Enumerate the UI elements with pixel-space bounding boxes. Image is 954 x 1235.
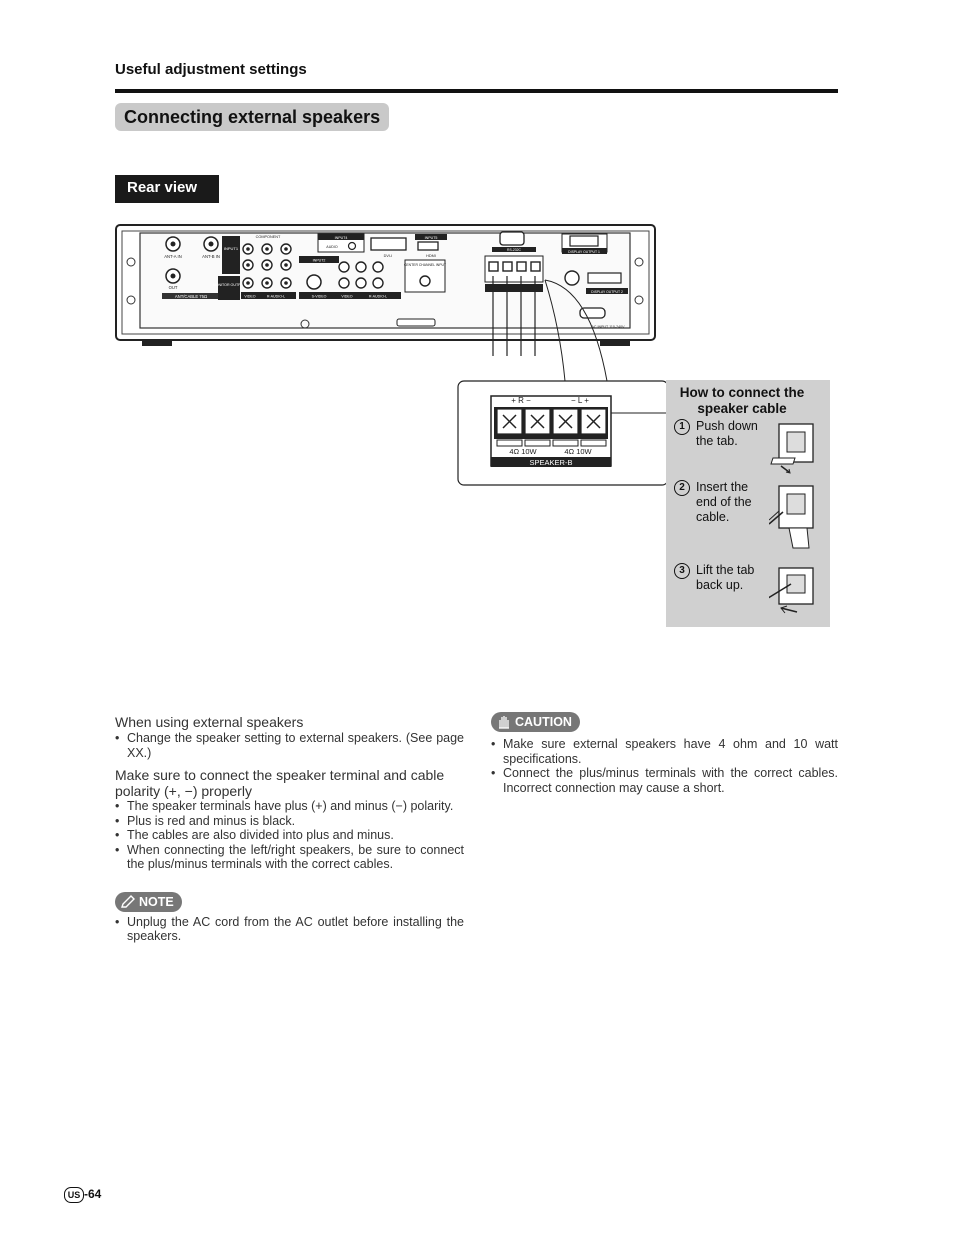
polarity-r-label: + R − [511,396,531,405]
step-number: 3 [674,563,690,579]
hdmi-label: HDMI [426,254,436,258]
monitor-output-label: MONITOR OUTPUT [213,283,246,287]
howto-panel: How to connect the speaker cable 1 Push … [666,380,830,627]
r-audio-l-label: R-AUDIO-L [267,295,285,299]
lead-external-speakers: When using external speakers [115,714,304,730]
note-list: Unplug the AC cord from the AC outlet be… [115,915,464,944]
step-text: Insert the end of the cable. [696,480,752,524]
lead-polarity: Make sure to connect the speaker termina… [115,767,445,799]
bullet-list: The speaker terminals have plus (+) and … [115,799,464,872]
rating-right: 4Ω 10W [564,447,592,456]
display-output1-label: DISPLAY OUTPUT 1 [568,250,600,254]
ant-b-label: ANT-B IN [202,254,220,259]
region-mark: US [64,1187,84,1203]
list-item: Connect the plus/minus terminals with th… [491,766,838,795]
left-column: When using external speakers Change the … [115,714,464,944]
screw-icon [126,257,644,329]
rs232c-port [499,231,525,246]
list-item: The speaker terminals have plus (+) and … [115,799,464,814]
page-number-value: -64 [84,1187,102,1202]
note-label: NOTE [139,894,174,909]
polarity-l-label: − L + [571,396,589,405]
note-badge: NOTE [115,891,182,912]
component-label: COMPONENT [256,235,281,239]
rear-panel-diagram: ANT-A IN ANT-B IN OUT ANT/CABLE 75Ω INPU… [115,224,669,486]
step-number: 2 [674,480,690,496]
center-channel-label: CENTER CHANNEL INPUT [404,263,446,267]
audio-label: AUDIO [326,245,338,249]
step-text: Lift the tab back up. [696,563,755,592]
caution-list: Make sure external speakers have 4 ohm a… [491,737,838,795]
terminal-steps-illustration [769,423,814,614]
list-item: Unplug the AC cord from the AC outlet be… [115,915,464,944]
display-output2-label: DISPLAY OUTPUT 2 [591,290,623,294]
page-number: US-64 [64,1187,101,1203]
input2-label: INPUT2 [313,259,326,263]
list-item: Plus is red and minus is black. [115,814,464,829]
input4-label: INPUT4 [335,236,348,240]
ac-input-label: AC INPUT 110-240V [591,325,625,329]
pencil-icon [121,894,135,908]
dvi-port [370,237,407,251]
section-header: Useful adjustment settings [115,61,307,78]
ant-out-label: OUT [169,285,178,290]
note-badge-wrap: NOTE [115,891,464,912]
list-item: When connecting the left/right speakers,… [115,843,464,872]
hdmi-port [417,241,439,251]
caution-badge: CAUTION [491,712,580,732]
hand-icon [499,716,509,729]
list-item: Change the speaker setting to external s… [115,731,464,760]
page-title: Connecting external speakers [115,103,390,131]
caution-label: CAUTION [515,715,572,729]
ac-inlet [579,307,606,319]
foot-right [600,340,630,346]
rear-view-label: Rear view [115,175,219,203]
step-text: Push down the tab. [696,419,758,448]
video-label: VIDEO [244,295,255,299]
howto-title: How to connect the speaker cable [679,385,805,416]
speaker-b-label: SPEAKER-B [530,458,573,467]
input1-label: INPUT1 [224,246,239,251]
step-number: 1 [674,419,690,435]
foot-left [142,340,172,346]
list-item: Make sure external speakers have 4 ohm a… [491,737,838,766]
speaker-cables [492,276,536,356]
rs232c-label: RS-232C [507,248,521,252]
video2-label: VIDEO [341,295,352,299]
bullet-list: Change the speaker setting to external s… [115,731,464,760]
dvi-label: DVI-I [384,254,393,258]
header-rule [115,89,838,93]
ant-a-label: ANT-A IN [164,254,181,259]
rating-left: 4Ω 10W [509,447,537,456]
list-item: The cables are also divided into plus an… [115,828,464,843]
right-column: CAUTION Make sure external speakers have… [491,712,838,795]
s-video-jack [306,274,322,290]
ant-cable-label: ANT/CABLE 75Ω [175,294,207,299]
antenna-section [162,236,220,299]
s-video-label: S-VIDEO [312,295,327,299]
r-audio-l-2-label: R-AUDIO-L [369,295,387,299]
input5-label: INPUT5 [425,236,438,240]
